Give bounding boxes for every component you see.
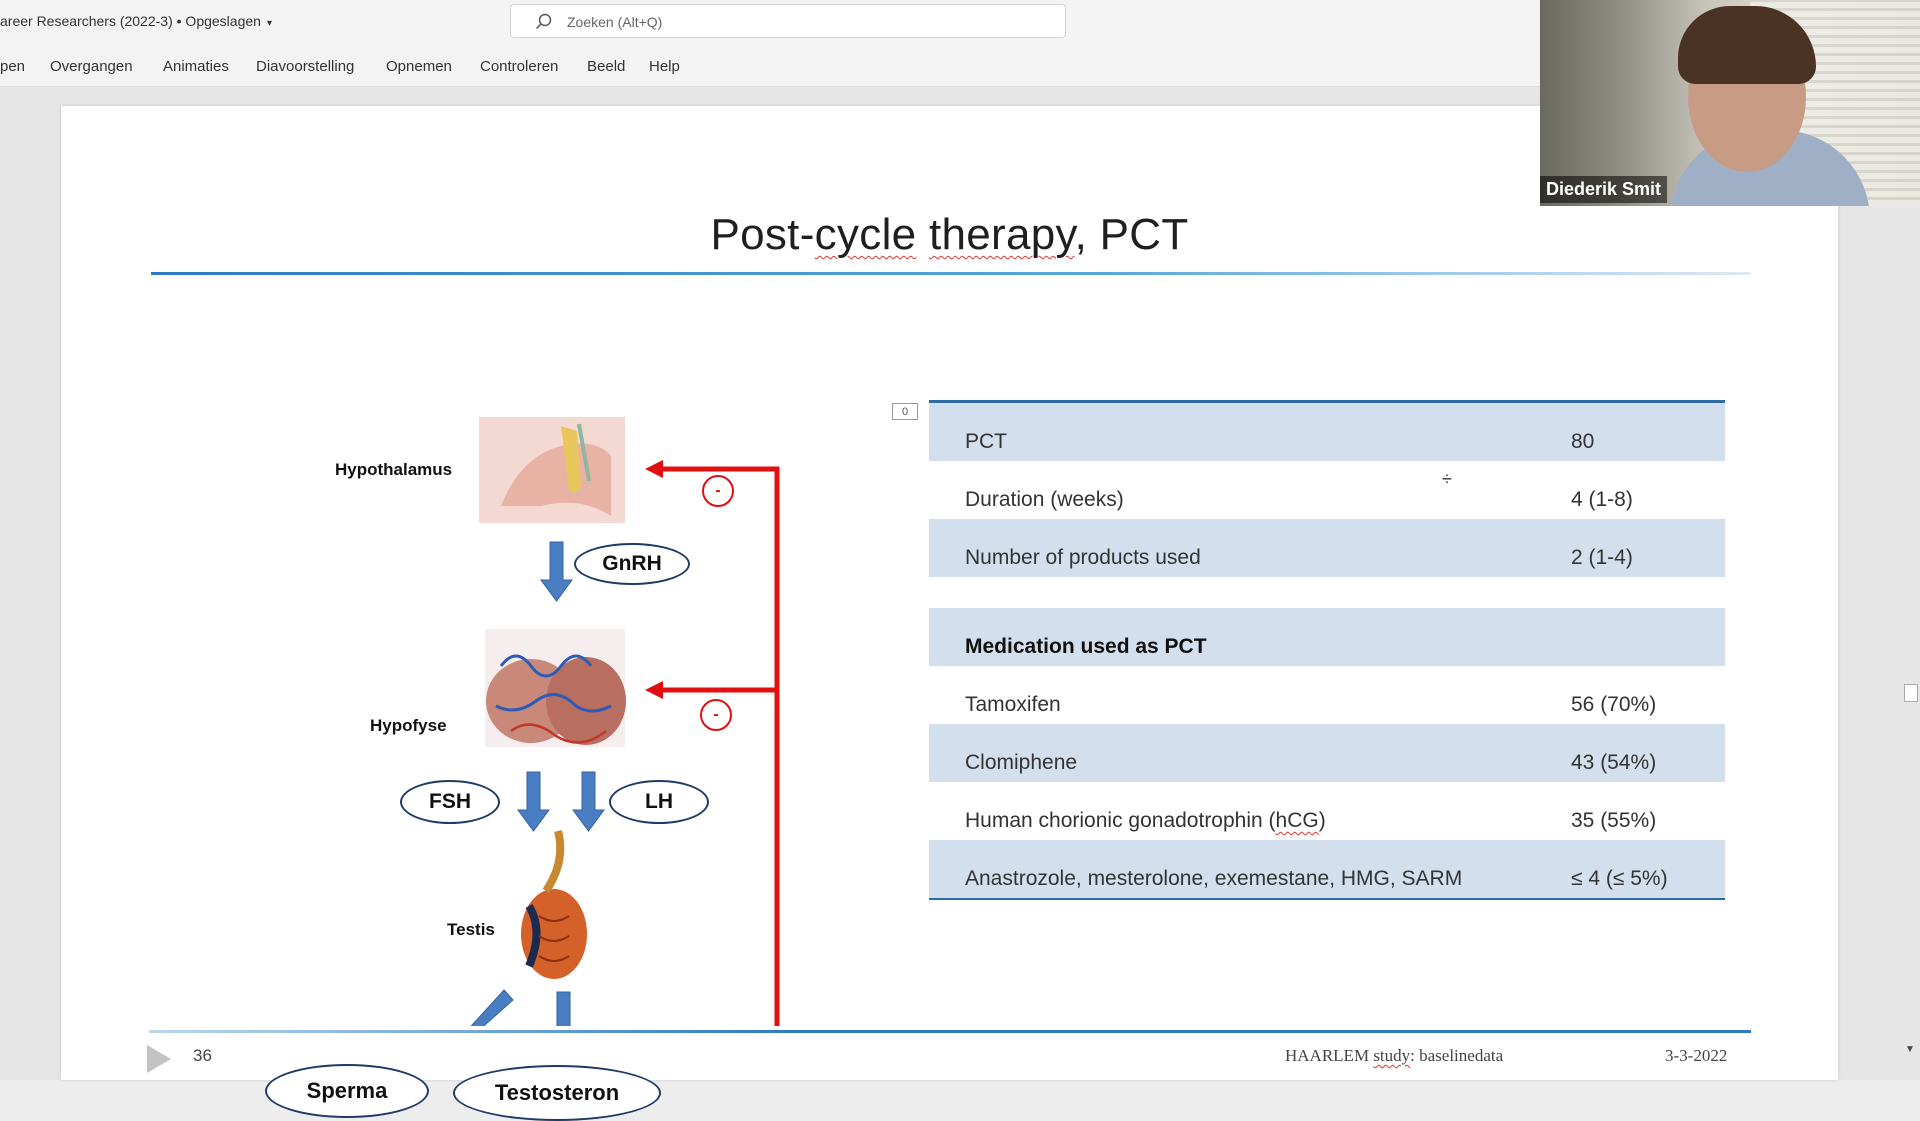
hormone-axis-diagram[interactable]: Hypothalamus Hypofyse Testis GnRH FSH LH… [201,306,801,1121]
tab-controleren[interactable]: Controleren [480,58,559,75]
table-anchor-marker[interactable]: 0 [892,403,918,420]
table-row: Human chorionic gonadotrophin (hCG)35 (5… [965,809,1657,832]
table-top-rule [929,400,1725,403]
slide-number: 36 [193,1046,212,1065]
tab-ontwerpen[interactable]: pen [0,58,26,75]
negative-feedback-marker-top: - [702,475,734,507]
tab-beeld[interactable]: Beeld [587,58,626,75]
tab-opnemen[interactable]: Opnemen [386,58,452,75]
testis-image [521,829,587,979]
negative-feedback-marker-middle: - [700,699,732,731]
oval-sperma: Sperma [265,1064,429,1118]
footer-date: 3-3-2022 [1665,1046,1728,1065]
hypothalamus-image [479,417,625,523]
scrollbar-thumb[interactable] [1904,684,1918,702]
tab-diavoorstelling[interactable]: Diavoorstelling [256,58,355,75]
scroll-down-icon[interactable]: ▼ [1905,1044,1915,1055]
search-icon [535,13,552,30]
oval-testosteron: Testosteron [453,1065,661,1121]
footer-divider [149,1030,1751,1033]
tab-help[interactable]: Help [649,58,680,75]
resize-cursor-icon: ÷ [1442,469,1452,489]
search-box[interactable]: Zoeken (Alt+Q) [510,4,1066,38]
footer-study-label: HAARLEM study: baselinedata [1285,1046,1504,1065]
table-row: Anastrozole, mesterolone, exemestane, HM… [929,840,1725,898]
participant-name-label: Diederik Smit [1540,176,1668,203]
pituitary-image [485,629,626,747]
diagram-graphics [470,417,780,1026]
table-row: Duration (weeks)4 (1-8) [965,488,1633,511]
label-hypothalamus: Hypothalamus [335,460,453,479]
participant-hair [1678,6,1816,84]
table-spacer-row [929,577,1725,608]
table-section-header: Medication used as PCT [929,608,1725,666]
document-title-text: areer Researchers (2022-3) • Opgeslagen [0,13,261,29]
play-icon [147,1045,171,1073]
chevron-down-icon[interactable]: ▾ [266,18,272,29]
oval-lh: LH [609,780,709,824]
tab-overgangen[interactable]: Overgangen [50,58,133,75]
label-hypofyse: Hypofyse [370,716,447,735]
tab-animaties[interactable]: Animaties [163,58,229,75]
webcam-video[interactable]: Diederik Smit [1540,0,1920,206]
slide-canvas[interactable]: Post-cycle therapy, PCT [61,106,1838,1121]
vertical-scrollbar[interactable]: ▼ [1902,87,1920,1080]
oval-gnrh: GnRH [574,543,690,585]
slide-title[interactable]: Post-cycle therapy, PCT [710,210,1189,259]
table-bottom-rule [929,898,1725,900]
search-placeholder: Zoeken (Alt+Q) [567,14,663,30]
oval-fsh: FSH [400,780,500,824]
document-title[interactable]: areer Researchers (2022-3) • Opgeslagen ▾ [0,13,272,29]
label-testis: Testis [447,920,495,939]
title-divider [151,272,1751,275]
